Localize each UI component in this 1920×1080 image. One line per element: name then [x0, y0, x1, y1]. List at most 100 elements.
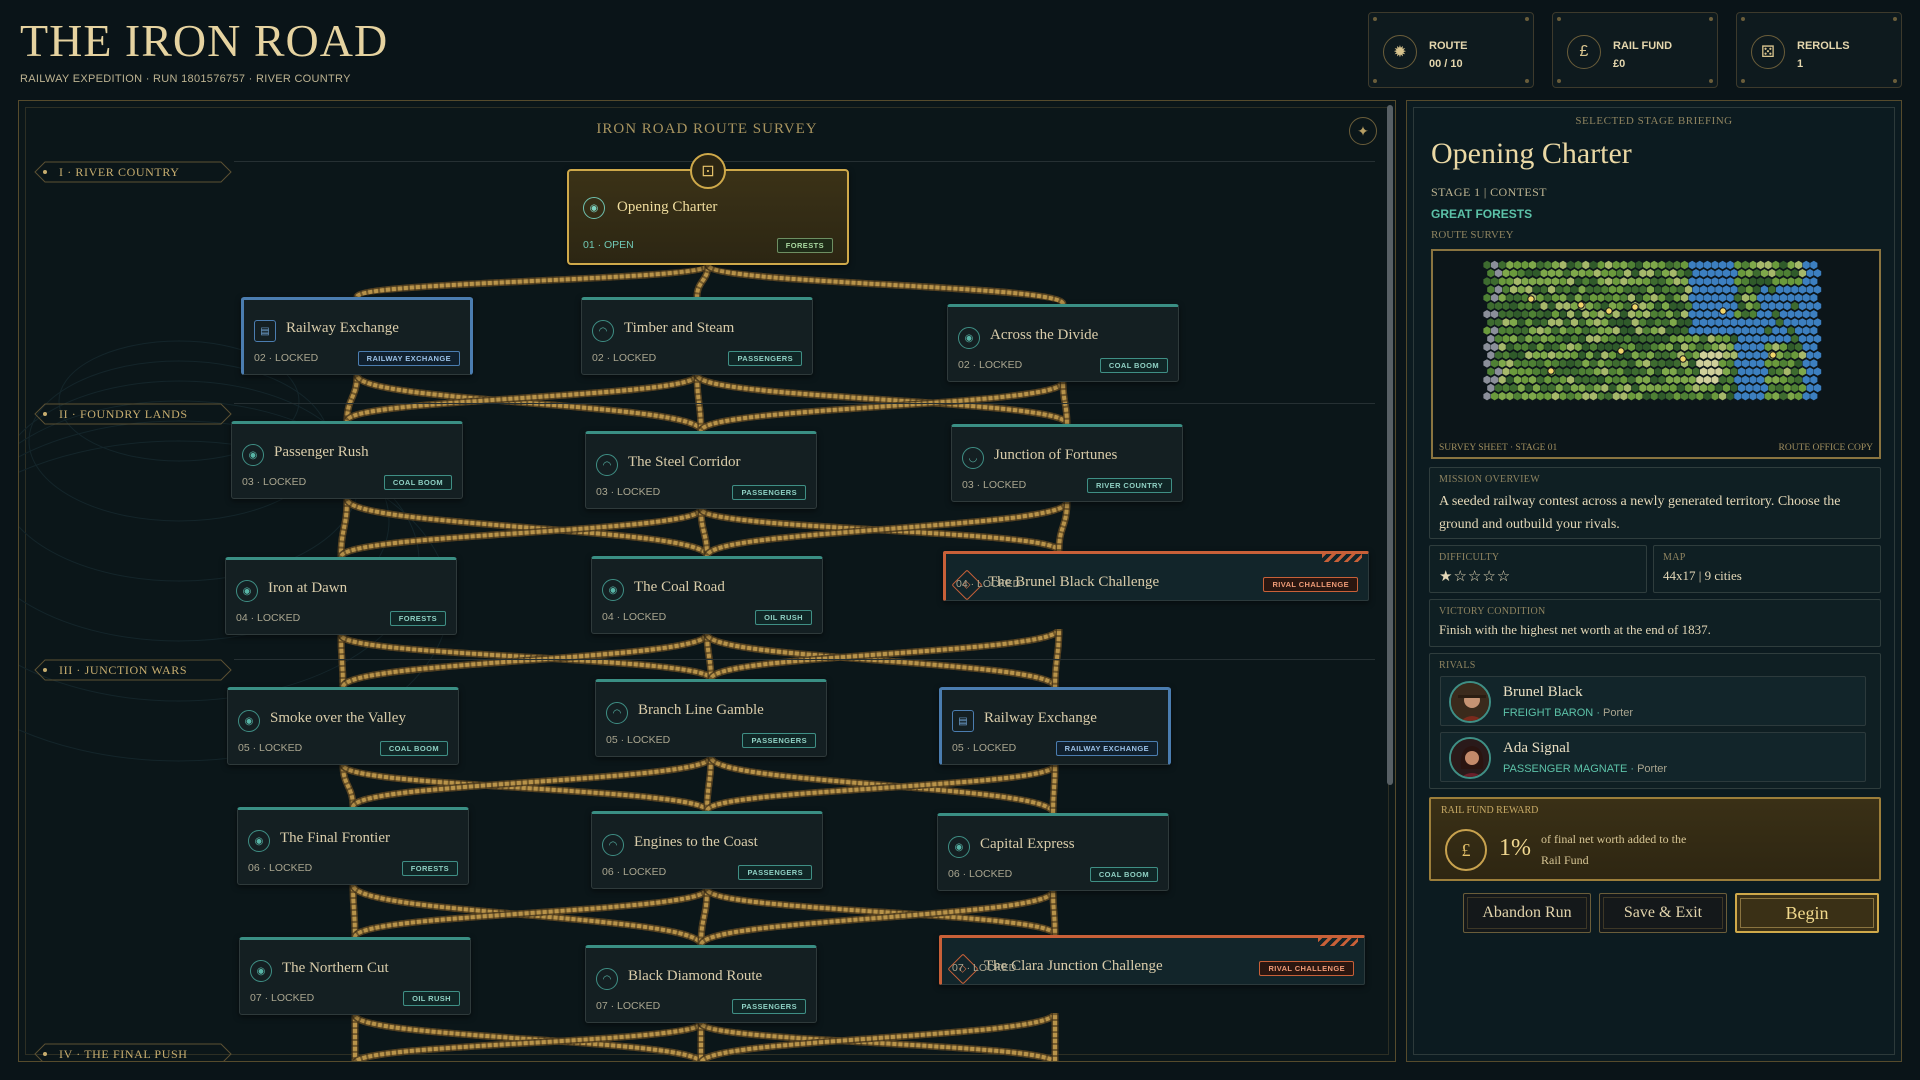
stage-node-black-diamond-route[interactable]: ◠ Black Diamond Route 07 · LOCKED PASSEN… [585, 945, 817, 1023]
terrain-hex [1608, 269, 1616, 278]
terrain-hex [1764, 342, 1772, 352]
terrain-hex [1810, 326, 1818, 335]
terrain-hex [1605, 375, 1613, 384]
stage-node-timber-and-steam[interactable]: ◠ Timber and Steam 02 · LOCKED PASSENGER… [581, 297, 813, 375]
reward-percent: 1% [1499, 835, 1531, 861]
terrain-hex [1502, 383, 1510, 393]
victory-text: Finish with the highest net worth at the… [1439, 622, 1711, 637]
terrain-hex [1498, 310, 1506, 319]
terrain-hex [1589, 326, 1597, 335]
terrain-hex [1643, 342, 1651, 352]
terrain-hex [1662, 285, 1670, 294]
terrain-hex [1513, 277, 1521, 286]
terrain-hex [1605, 392, 1613, 401]
stage-tag: PASSENGERS [732, 485, 806, 500]
stage-status: 05 · LOCKED [238, 742, 303, 754]
terrain-hex [1639, 301, 1647, 311]
terrain-hex [1749, 359, 1757, 368]
terrain-hex [1601, 318, 1609, 327]
terrain-hex [1570, 351, 1578, 360]
map-title: IRON ROAD ROUTE SURVEY [596, 121, 818, 137]
stage-node-railway-exchange-1[interactable]: ▤ Railway Exchange 02 · LOCKED RAILWAY E… [241, 297, 473, 375]
terrain-hex [1529, 375, 1537, 384]
terrain-hex [1578, 351, 1586, 360]
terrain-hex [1540, 334, 1548, 343]
terrain-hex [1570, 367, 1578, 376]
stage-node-railway-exchange-2[interactable]: ▤ Railway Exchange 05 · LOCKED RAILWAY E… [939, 687, 1171, 765]
terrain-hex [1673, 326, 1681, 335]
terrain-hex [1491, 342, 1499, 352]
terrain-hex [1498, 392, 1506, 401]
rival-card-ada-signal[interactable]: Ada Signal PASSENGER MAGNATE · Porter [1440, 732, 1866, 782]
track-segment [704, 261, 1067, 308]
stage-node-brunel-black-challenge[interactable]: ◇ The Brunel Black Challenge 04 · LOCKED… [943, 551, 1369, 601]
terrain-hex [1574, 375, 1582, 384]
terrain-hex [1665, 310, 1673, 319]
terrain-hex [1669, 269, 1677, 278]
terrain-hex [1684, 269, 1692, 278]
stage-node-smoke-over-the-valley[interactable]: ◉ Smoke over the Valley 05 · LOCKED COAL… [227, 687, 459, 765]
stage-node-across-the-divide[interactable]: ◉ Across the Divide 02 · LOCKED COAL BOO… [947, 304, 1179, 382]
stage-node-engines-to-the-coast[interactable]: ◠ Engines to the Coast 06 · LOCKED PASSE… [591, 811, 823, 889]
terrain-hex [1559, 326, 1567, 335]
terrain-hex [1551, 392, 1559, 401]
rival-card-brunel-black[interactable]: Brunel Black FREIGHT BARON · Porter [1440, 676, 1866, 726]
stage-node-iron-at-dawn[interactable]: ◉ Iron at Dawn 04 · LOCKED FORESTS [225, 557, 457, 635]
stage-status: 02 · LOCKED [592, 352, 657, 364]
terrain-hex [1601, 285, 1609, 294]
terrain-hex [1548, 269, 1556, 278]
terrain-hex [1612, 359, 1620, 368]
stage-node-the-northern-cut[interactable]: ◉ The Northern Cut 07 · LOCKED OIL RUSH [239, 937, 471, 1015]
terrain-hex [1593, 351, 1601, 360]
stage-node-passenger-rush[interactable]: ◉ Passenger Rush 03 · LOCKED COAL BOOM [231, 421, 463, 499]
stage-node-capital-express[interactable]: ◉ Capital Express 06 · LOCKED COAL BOOM [937, 813, 1169, 891]
terrain-hex [1726, 293, 1734, 302]
route-stat: ✹ ROUTE 00 / 10 [1368, 12, 1534, 88]
terrain-hex [1802, 326, 1810, 335]
terrain-hex [1532, 383, 1540, 393]
terrain-hex [1669, 334, 1677, 343]
stage-node-the-coal-road[interactable]: ◉ The Coal Road 04 · LOCKED OIL RUSH [591, 556, 823, 634]
terrain-hex [1791, 318, 1799, 327]
stage-name: The Final Frontier [280, 830, 390, 846]
stage-node-the-steel-corridor[interactable]: ◠ The Steel Corridor 03 · LOCKED PASSENG… [585, 431, 817, 509]
begin-button[interactable]: Begin [1735, 893, 1879, 933]
terrain-hex [1612, 277, 1620, 286]
terrain-hex [1597, 375, 1605, 384]
terrain-hex [1536, 293, 1544, 302]
terrain-hex [1745, 351, 1753, 360]
terrain-hex [1529, 392, 1537, 401]
stage-node-branch-line-gamble[interactable]: ◠ Branch Line Gamble 05 · LOCKED PASSENG… [595, 679, 827, 757]
terrain-hex [1540, 367, 1548, 376]
terrain-hex [1536, 310, 1544, 319]
terrain-hex [1658, 310, 1666, 319]
terrain-hex [1692, 334, 1700, 343]
terrain-hex [1787, 326, 1795, 335]
terrain-hex [1513, 342, 1521, 352]
terrain-hex [1795, 392, 1803, 401]
save-exit-button[interactable]: Save & Exit [1599, 893, 1727, 933]
compass-icon[interactable]: ✦ [1349, 117, 1377, 145]
terrain-hex [1570, 383, 1578, 393]
terrain-hex [1791, 334, 1799, 343]
stage-name: The Steel Corridor [628, 454, 741, 470]
terrain-hex [1529, 310, 1537, 319]
terrain-hex [1517, 285, 1525, 294]
terrain-hex [1544, 342, 1552, 352]
stage-node-the-final-frontier[interactable]: ◉ The Final Frontier 06 · LOCKED FORESTS [237, 807, 469, 885]
terrain-hex [1517, 367, 1525, 376]
stage-status: 03 · LOCKED [596, 486, 661, 498]
map-scrollbar[interactable] [1387, 105, 1393, 785]
terrain-hex [1749, 310, 1757, 319]
terrain-hex [1650, 310, 1658, 319]
stage-node-junction-of-fortunes[interactable]: ◡ Junction of Fortunes 03 · LOCKED RIVER… [951, 424, 1183, 502]
terrain-hex [1768, 318, 1776, 327]
abandon-run-button[interactable]: Abandon Run [1463, 893, 1591, 933]
track-ring-icon: ◉ [248, 830, 270, 852]
terrain-hex [1601, 334, 1609, 343]
terrain-hex [1738, 334, 1746, 343]
route-survey-map[interactable]: IRON ROAD ROUTE SURVEY ✦ I · RIVER COUNT… [18, 100, 1396, 1062]
terrain-hex [1776, 334, 1784, 343]
stage-node-clara-junction-challenge[interactable]: ◇ The Clara Junction Challenge 07 · LOCK… [939, 935, 1365, 985]
terrain-hex [1810, 392, 1818, 401]
